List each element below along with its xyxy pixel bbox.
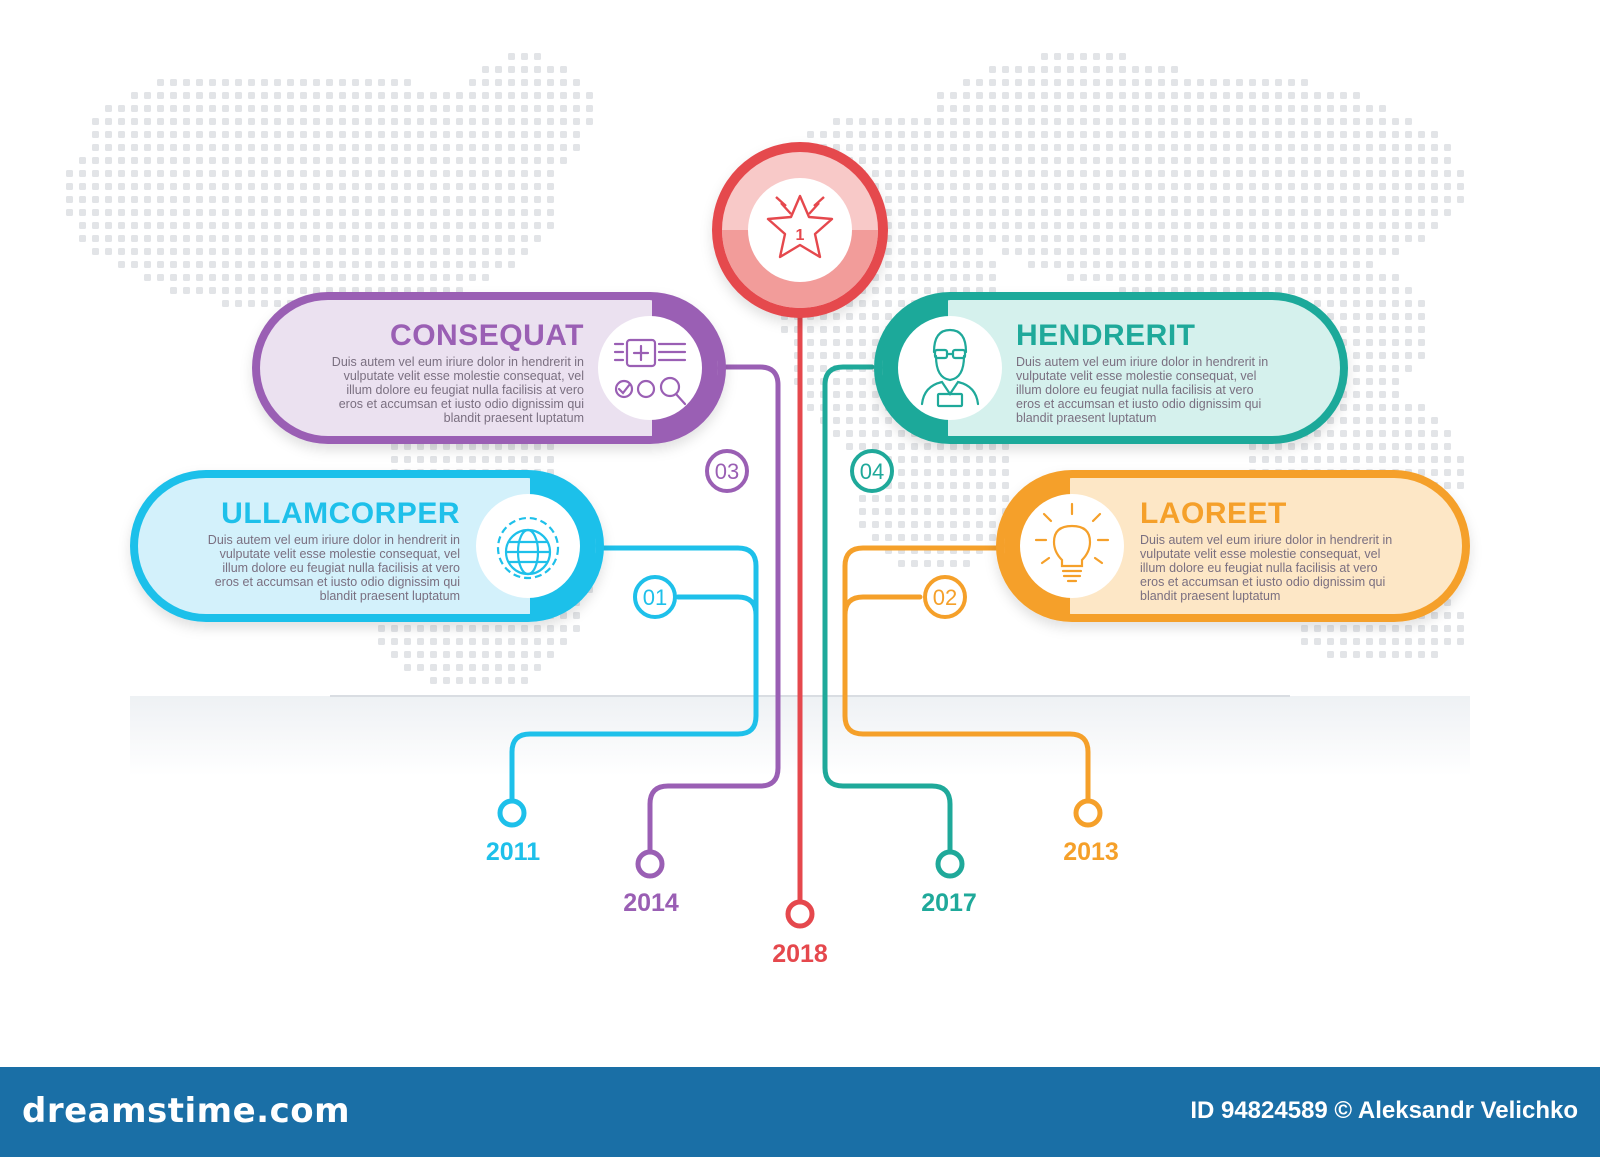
infographic: 03 01 04 02 2011 2014 2018 2017 2013 bbox=[66, 53, 1470, 968]
connector-purple bbox=[647, 364, 781, 855]
card-hendrerit bbox=[874, 292, 1348, 444]
globe-gear-icon bbox=[496, 516, 560, 580]
ullamcorper-body: Duis autem vel eum iriure dolor in hendr… bbox=[208, 533, 460, 603]
laoreet-line-4: eros et accumsan et iusto odio dignissim… bbox=[1140, 575, 1385, 589]
timeline-diagram: 03 01 04 02 2011 2014 2018 2017 2013 bbox=[66, 53, 1470, 968]
connector-orange-badge bbox=[842, 594, 923, 618]
badge-04: 04 bbox=[850, 449, 894, 493]
node-2018 bbox=[785, 899, 815, 929]
node-2013 bbox=[1073, 798, 1103, 828]
ullamcorper-line-3: illum dolore eu feugiat nulla facilisis … bbox=[222, 561, 460, 575]
node-2014 bbox=[635, 849, 665, 879]
consequat-line-2: vulputate velit esse molestie consequat,… bbox=[344, 369, 584, 383]
ullamcorper-line-1: Duis autem vel eum iriure dolor in hendr… bbox=[208, 533, 460, 547]
ullamcorper-line-2: vulputate velit esse molestie consequat,… bbox=[220, 547, 460, 561]
laoreet-line-5: blandit praesent luptatum bbox=[1140, 589, 1280, 603]
card-consequat bbox=[252, 292, 726, 444]
svg-text:1: 1 bbox=[796, 227, 805, 244]
badge-03: 03 bbox=[705, 449, 749, 493]
hendrerit-body: Duis autem vel eum iriure dolor in hendr… bbox=[1016, 355, 1268, 425]
ullamcorper-line-5: blandit praesent luptatum bbox=[320, 589, 460, 603]
node-2011 bbox=[497, 798, 527, 828]
year-2014: 2014 bbox=[623, 889, 679, 917]
badge-01: 01 bbox=[633, 575, 677, 619]
year-2011: 2011 bbox=[486, 838, 540, 866]
laoreet-line-3: illum dolore eu feugiat nulla facilisis … bbox=[1140, 561, 1378, 575]
ullamcorper-icon-badge bbox=[476, 494, 580, 598]
consequat-line-3: illum dolore eu feugiat nulla facilisis … bbox=[346, 383, 584, 397]
hendrerit-title: HENDRERIT bbox=[1016, 319, 1196, 352]
consequat-line-1: Duis autem vel eum iriure dolor in hendr… bbox=[332, 355, 584, 369]
badge-03-label: 03 bbox=[715, 459, 739, 484]
connector-teal bbox=[822, 364, 953, 855]
year-2017: 2017 bbox=[921, 889, 977, 917]
star-medal-icon: 1 bbox=[766, 194, 834, 259]
hendrerit-line-4: eros et accumsan et iusto odio dignissim… bbox=[1016, 397, 1261, 411]
ullamcorper-line-4: eros et accumsan et iusto odio dignissim… bbox=[215, 575, 460, 589]
image-credit: ID 94824589 © Aleksandr Velichko bbox=[1190, 1097, 1578, 1124]
footer-bar: dreamstime.com ID 94824589 © Aleksandr V… bbox=[0, 1067, 1600, 1157]
laoreet-line-1: Duis autem vel eum iriure dolor in hendr… bbox=[1140, 533, 1392, 547]
badge-02: 02 bbox=[923, 575, 967, 619]
lightbulb-icon bbox=[1034, 502, 1110, 583]
hendrerit-icon-badge bbox=[898, 316, 1002, 420]
person-glasses-icon bbox=[920, 328, 980, 408]
checklist-magnifier-icon bbox=[613, 338, 687, 406]
hendrerit-line-2: vulputate velit esse molestie consequat,… bbox=[1016, 369, 1256, 383]
badge-01-label: 01 bbox=[643, 585, 667, 610]
connector-cyan-main bbox=[509, 545, 759, 803]
consequat-line-5: blandit praesent luptatum bbox=[444, 411, 584, 425]
laoreet-line-2: vulputate velit esse molestie consequat,… bbox=[1140, 547, 1380, 561]
connectors bbox=[509, 297, 1091, 903]
connector-orange-main bbox=[842, 545, 1091, 803]
consequat-line-4: eros et accumsan et iusto odio dignissim… bbox=[339, 397, 584, 411]
badge-04-label: 04 bbox=[860, 459, 884, 484]
laoreet-icon-badge bbox=[1020, 494, 1124, 598]
brand-logo[interactable]: dreamstime.com bbox=[22, 1091, 351, 1131]
year-2013: 2013 bbox=[1063, 838, 1119, 866]
ullamcorper-title: ULLAMCORPER bbox=[221, 497, 460, 530]
consequat-title: CONSEQUAT bbox=[390, 319, 584, 352]
consequat-icon-badge bbox=[598, 316, 702, 420]
hendrerit-line-1: Duis autem vel eum iriure dolor in hendr… bbox=[1016, 355, 1268, 369]
laoreet-title: LAOREET bbox=[1140, 497, 1287, 530]
connector-cyan-badge bbox=[675, 594, 759, 618]
node-2017 bbox=[935, 849, 965, 879]
endpoint-nodes bbox=[497, 798, 1103, 929]
consequat-body: Duis autem vel eum iriure dolor in hendr… bbox=[332, 355, 584, 425]
center-medallion bbox=[712, 142, 888, 318]
hendrerit-line-5: blandit praesent luptatum bbox=[1016, 411, 1156, 425]
year-2018: 2018 bbox=[772, 940, 828, 968]
card-laoreet bbox=[996, 470, 1470, 622]
badge-02-label: 02 bbox=[933, 585, 957, 610]
laoreet-body: Duis autem vel eum iriure dolor in hendr… bbox=[1140, 533, 1392, 603]
hendrerit-line-3: illum dolore eu feugiat nulla facilisis … bbox=[1016, 383, 1254, 397]
